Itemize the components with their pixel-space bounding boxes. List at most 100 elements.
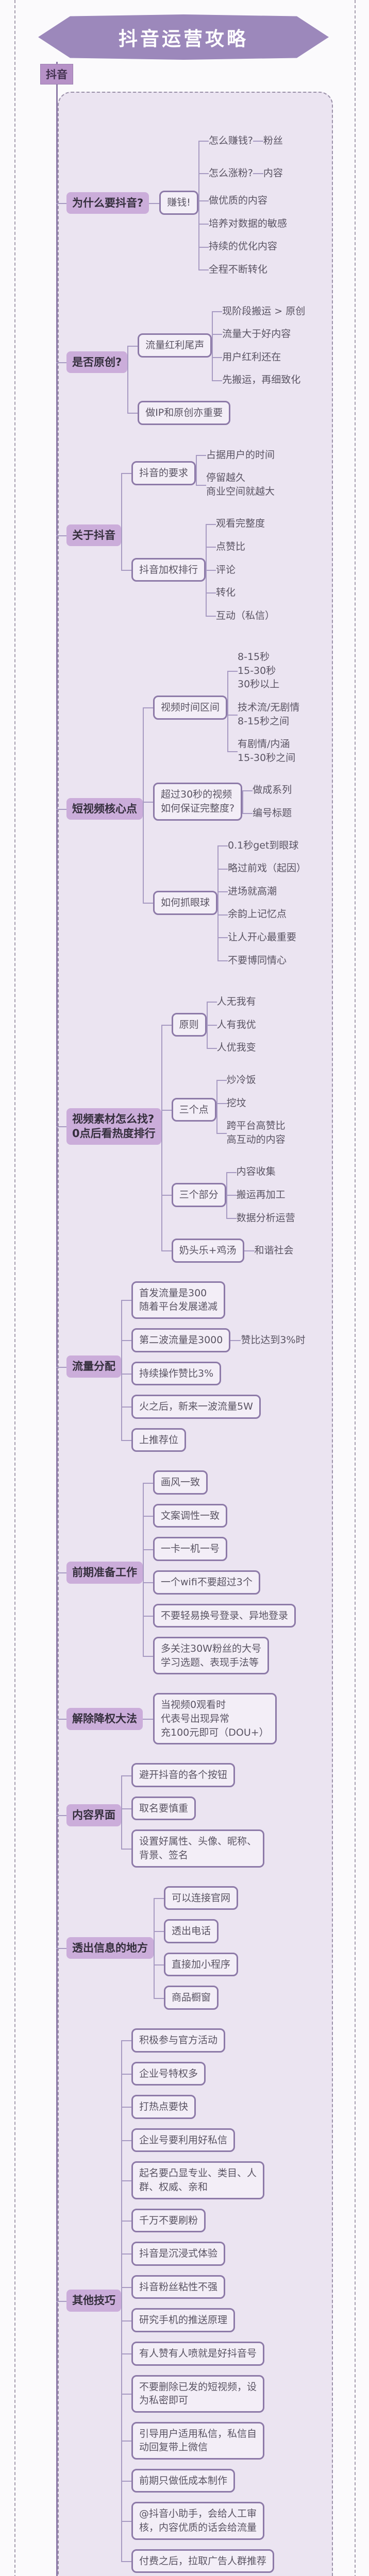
mindmap-node: 转化	[206, 581, 275, 604]
mindmap-node: 怎么赚钱?粉丝	[198, 125, 287, 157]
mindmap-node: 进场就高潮	[217, 879, 306, 903]
node-children: 怎么赚钱?粉丝怎么涨粉?内容做优质的内容培养对数据的敏感持续的优化内容全程不断转…	[198, 125, 287, 281]
mindmap-node: 超过30秒的视频 如何保证完整度?做成系列编号标题	[143, 774, 306, 829]
node-box: 一个wifi不要超过3个	[153, 1570, 260, 1595]
mindmap-node: 0.1秒get到眼球	[217, 834, 306, 857]
mindmap-node: 企业号要利用好私信	[121, 2123, 274, 2157]
branch-label: 其他技巧	[66, 2290, 121, 2312]
node-box: 企业号特权多	[131, 2061, 206, 2086]
node-box: 首发流量是300 随着平台发展递减	[131, 1281, 226, 1319]
mindmap-node: 抖音的要求占据用户的时间停留越久 商业空间就越大	[121, 439, 275, 508]
mindmap-node: 8-15秒 15-30秒 30秒以上	[227, 646, 299, 696]
node-box: 一卡一机一号	[153, 1537, 228, 1562]
mindmap-node: 多关注30W粉丝的大号 学习选题、表现手法等	[143, 1632, 296, 1679]
node-text: 不要博同情心	[228, 954, 287, 966]
node-text: 赞比达到3%时	[241, 1334, 306, 1346]
branch-label: 短视频核心点	[66, 798, 143, 820]
node-text: 人有我优	[216, 1019, 256, 1030]
mindmap-node: 持续操作赞比3%	[121, 1357, 306, 1391]
node-text: 转化	[216, 587, 236, 599]
mindmap-node: 持续的优化内容	[198, 235, 287, 258]
node-text: 流量大于好内容	[222, 328, 291, 340]
branch-list: 为什么要抖音?赚钱!怎么赚钱?粉丝怎么涨粉?内容做优质的内容培养对数据的敏感持续…	[56, 93, 328, 2576]
mindmap-node: 第二波流量是3000 赞比达到3%时	[121, 1323, 306, 1357]
mindmap-tree: 为什么要抖音?赚钱!怎么赚钱?粉丝怎么涨粉?内容做优质的内容培养对数据的敏感持续…	[56, 62, 328, 2576]
node-text: 培养对数据的敏感	[208, 217, 287, 229]
node-text: 做成系列	[253, 784, 292, 796]
node-text: 观看完整度	[216, 518, 265, 530]
node-children: 可以连接官网透出电话直接加小程序商品橱窗	[154, 1882, 239, 2014]
node-children: 画风一致文案调性一致一卡一机一号一个wifi不要超过3个不要轻易换号登录、异地登…	[143, 1466, 296, 1679]
node-box: 多关注30W粉丝的大号 学习选题、表现手法等	[153, 1637, 269, 1675]
mindmap-container: 为什么要抖音?赚钱!怎么赚钱?粉丝怎么涨粉?内容做优质的内容培养对数据的敏感持续…	[56, 62, 333, 2576]
mindmap-node: 内容收集	[226, 1160, 295, 1183]
mindmap-node: 设置好属性、头像、昵称、 背景、签名	[121, 1825, 265, 1872]
node-text: 占据用户的时间	[206, 449, 275, 461]
node-text: 持续的优化内容	[208, 241, 277, 252]
branch-label: 内容界面	[66, 1804, 121, 1826]
mindmap-node: 停留越久 商业空间就越大	[196, 466, 275, 503]
mindmap-node: 一个wifi不要超过3个	[143, 1566, 296, 1599]
node-children: 赞比达到3%时	[230, 1329, 306, 1352]
branch-label: 透出信息的地方	[66, 1937, 154, 1959]
mindmap-node: 透出电话	[154, 1914, 238, 1948]
node-children: 现阶段搬运 > 原创流量大于好内容用户红利还在先搬运，再细致化	[212, 300, 305, 392]
node-children: 避开抖音的各个按钮取名要慎重设置好属性、头像、昵称、 背景、签名	[121, 1758, 265, 1872]
node-children: 原则人无我有人有我优人优我变三个点炒冷饭挖坟跨平台高赞比 高互动的内容三个部分内…	[161, 986, 295, 1267]
branch-label: 视频素材怎么找? 0点后看热度排行	[66, 1108, 161, 1145]
mindmap-node: 搬运再加工	[226, 1183, 295, 1207]
node-box: 画风一致	[153, 1470, 208, 1495]
node-box: 透出电话	[164, 1919, 219, 1943]
mindmap-node: 流量红利尾声现阶段搬运 > 原创流量大于好内容用户红利还在先搬运，再细致化	[127, 295, 305, 397]
mindmap-node: 解除降权大法当视频0观看时 代表号出现异常 充100元即可（DOU+）	[56, 1684, 328, 1754]
mindmap-node: 上推荐位	[121, 1423, 306, 1457]
node-text: 互动（私信）	[216, 609, 275, 621]
node-box: 赚钱!	[159, 191, 198, 215]
node-box: 第二波流量是3000	[131, 1328, 231, 1352]
node-box: 直接加小程序	[164, 1952, 239, 1977]
mindmap-node: 人优我变	[206, 1036, 256, 1059]
node-text: 人无我有	[216, 996, 256, 1008]
branch-label: 为什么要抖音?	[66, 192, 149, 214]
mindmap-node: 做成系列	[242, 778, 292, 802]
node-children: 当视频0观看时 代表号出现异常 充100元即可（DOU+）	[143, 1688, 277, 1749]
branch-label: 解除降权大法	[66, 1708, 143, 1730]
branch-label: 是否原创?	[66, 351, 128, 374]
mindmap-node: 用户红利还在	[212, 345, 305, 369]
mindmap-node: 关于抖音抖音的要求占据用户的时间停留越久 商业空间就越大抖音加权排行观看完整度点…	[56, 434, 328, 637]
node-text: 略过前戏（起因）	[228, 862, 307, 874]
node-box: 不要轻易换号登录、异地登录	[153, 1603, 296, 1628]
mindmap-node: 三个点炒冷饭挖坟跨平台高赞比 高互动的内容	[161, 1063, 295, 1156]
mindmap-node: 做IP和原创亦重要	[127, 396, 305, 430]
mindmap-node: 全程不断转化	[198, 258, 287, 281]
mindmap-node: 不要博同情心	[217, 948, 306, 972]
node-text: 做优质的内容	[208, 195, 267, 207]
mindmap-node: 先搬运，再细致化	[212, 368, 305, 392]
node-text: 内容收集	[236, 1166, 276, 1178]
node-text: 跨平台高赞比 高互动的内容	[226, 1120, 286, 1145]
node-children: 抖音的要求占据用户的时间停留越久 商业空间就越大抖音加权排行观看完整度点赞比评论…	[121, 439, 275, 632]
node-box: 付费之后，拉取广告人群推荐	[131, 2549, 275, 2573]
node-children: 内容	[253, 162, 283, 185]
mindmap-node: @抖音小助手，会给人工审 核，内容优质的话会给流量	[121, 2497, 274, 2545]
node-text: 先搬运，再细致化	[222, 374, 301, 386]
node-text: 编号标题	[253, 807, 292, 819]
node-box: 企业号要利用好私信	[131, 2128, 236, 2153]
branch-label: 前期准备工作	[66, 1562, 143, 1584]
mindmap-node: 取名要慎重	[121, 1791, 264, 1825]
node-text: 现阶段搬运 > 原创	[222, 305, 306, 317]
mindmap-title: 抖音运营攻略	[38, 14, 329, 60]
node-box: 取名要慎重	[131, 1796, 196, 1821]
mindmap-node: 其他技巧积极参与官方活动企业号特权多打热点要快企业号要利用好私信起名要凸显专业、…	[56, 2019, 328, 2576]
node-box: 抖音的要求	[131, 461, 196, 485]
node-children: 炒冷饭挖坟跨平台高赞比 高互动的内容	[216, 1069, 286, 1151]
mindmap-node: 流量大于好内容	[212, 323, 305, 346]
node-text: 有剧情/内涵 15-30秒之间	[238, 738, 296, 764]
mindmap-node: 商品橱窗	[154, 1981, 238, 2014]
node-text: 怎么涨粉?	[208, 167, 253, 179]
mindmap-node: 评论	[206, 558, 275, 582]
mindmap-node: 互动（私信）	[206, 604, 275, 628]
